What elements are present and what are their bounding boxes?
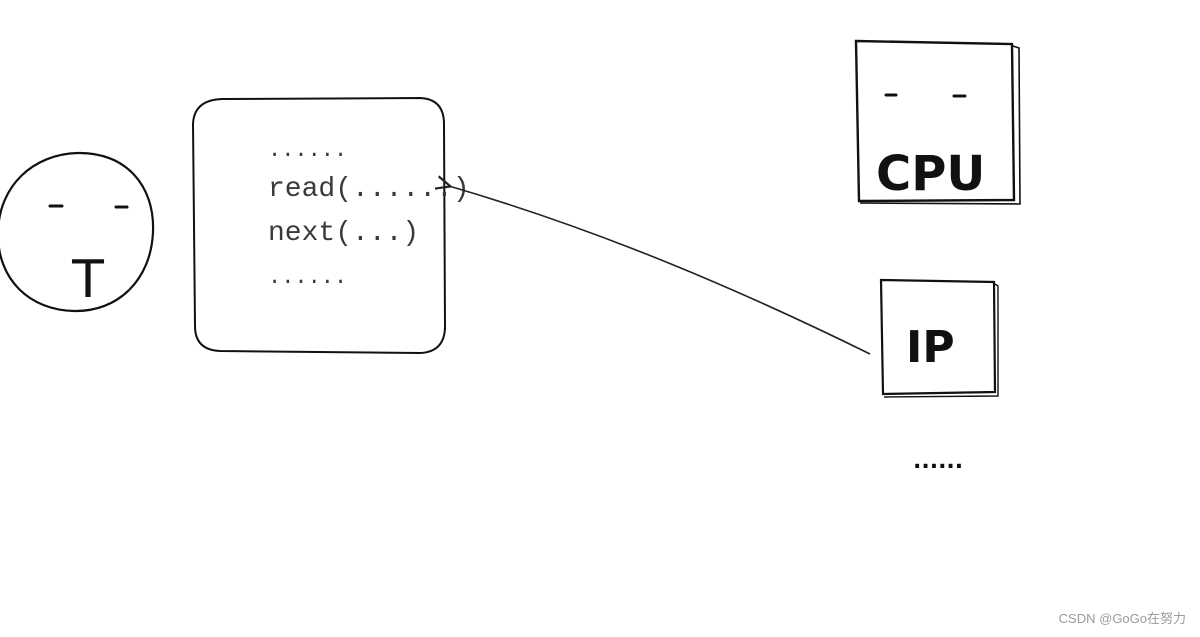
thread-mouth-label: T	[71, 250, 104, 310]
cpu-box: CPU	[854, 39, 1021, 205]
watermark: CSDN @GoGo在努力	[1058, 611, 1186, 626]
code-line-read: read(......)	[268, 174, 470, 205]
ip-label: IP	[906, 322, 955, 373]
cpu-box-outline	[854, 39, 1016, 203]
ip-box-shadow	[883, 283, 999, 398]
code-line-1: ......	[268, 138, 347, 163]
ip-pointer-arrow	[449, 186, 871, 355]
thread-face: T	[0, 151, 155, 313]
cpu-label: CPU	[876, 146, 985, 202]
thread-face-outline	[0, 151, 155, 313]
cpu-box-shadow	[859, 45, 1021, 205]
code-line-4: ......	[268, 265, 347, 290]
code-line-next: next(...)	[268, 218, 419, 249]
more-registers-ellipsis: ......	[913, 449, 963, 474]
ip-box-outline	[879, 278, 997, 396]
code-box: ...... read(......) next(...) ......	[191, 96, 470, 355]
code-box-outline	[191, 96, 447, 355]
ip-register-box: IP	[879, 278, 999, 398]
